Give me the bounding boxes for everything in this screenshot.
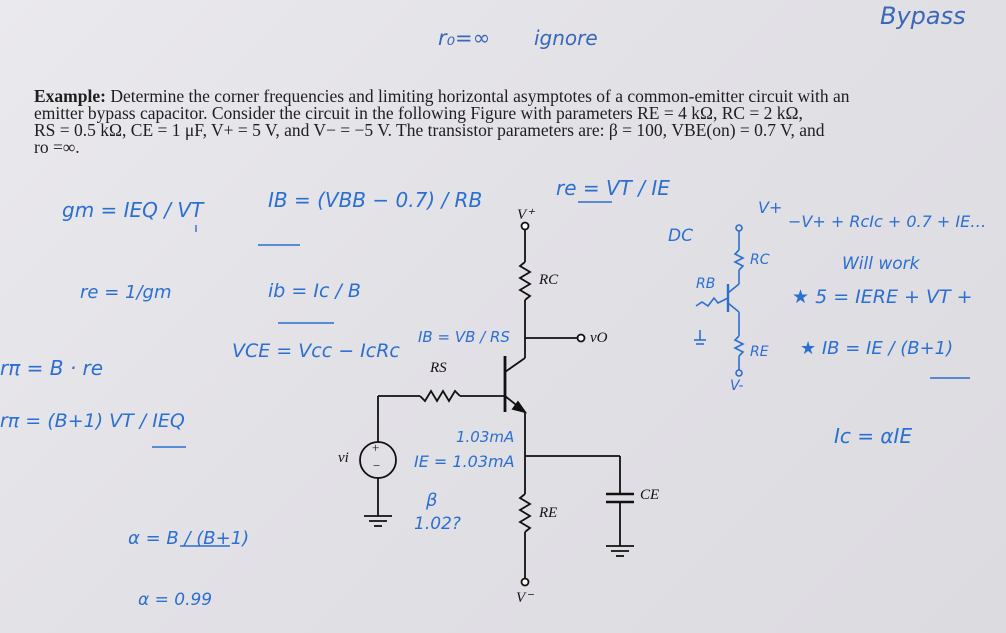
- re-vt-formula: re = VT / IE: [556, 176, 670, 200]
- rs-label: RS: [430, 360, 447, 376]
- rpi-formula: rπ = (B+1) VT / IEQ: [0, 410, 185, 432]
- beta-symbol: β: [426, 490, 438, 511]
- problem-statement: Example: Determine the corner frequencie…: [34, 86, 994, 157]
- source-minus: −: [373, 458, 381, 473]
- problem-line-3: RS = 0.5 kΩ, CE = 1 μF, V+ = 5 V, and V−…: [34, 120, 825, 140]
- vce-formula: VCE = Vcc − IcRc: [232, 340, 400, 362]
- ib-ic-formula: ib = Ic / B: [268, 280, 361, 302]
- rc-label: RC: [539, 272, 559, 288]
- vplus-label: V⁺: [517, 207, 535, 223]
- alpha-formula: α = B / (B+1): [128, 528, 250, 549]
- sketch-vminus: V-: [730, 378, 744, 394]
- rpi-beta-formula: rπ = B · re: [0, 356, 104, 380]
- ro-infinity-note: r₀=∞: [438, 26, 491, 50]
- ce-label: CE: [640, 487, 660, 503]
- source-plus: +: [372, 440, 380, 455]
- beta-value: 1.02?: [414, 514, 461, 534]
- ignore-note: ignore: [534, 26, 598, 50]
- will-work-note: Will work: [842, 254, 920, 274]
- problem-line-1: Determine the corner frequencies and lim…: [110, 86, 850, 106]
- ib-vb-formula: IB = VB / RS: [418, 328, 510, 346]
- vi-label: vi: [338, 450, 349, 466]
- kvl-equation: −V+ + RcIc + 0.7 + IE…: [788, 212, 987, 231]
- dc-note: DC: [668, 226, 693, 246]
- ib-formula: IB = (VBB − 0.7) / RB: [268, 188, 483, 212]
- re-label: RE: [539, 505, 558, 521]
- ie-value: IE = 1.03mA: [414, 452, 515, 471]
- re-gm-formula: re = 1/gm: [80, 282, 172, 303]
- sketch-rc: RC: [750, 252, 770, 268]
- ic-alpha-formula: Ic = αIE: [834, 424, 913, 448]
- sketch-rb: RB: [696, 276, 716, 292]
- vo-label: vO: [590, 330, 608, 346]
- problem-line-4: ro =∞.: [34, 137, 80, 157]
- vminus-label: V⁻: [516, 590, 534, 606]
- gm-formula: gm = IEQ / VT: [62, 198, 204, 222]
- ib-ie-formula: ★ IB = IE / (B+1): [800, 338, 954, 359]
- sketch-re: RE: [750, 344, 769, 360]
- rc-resistor: [518, 261, 532, 301]
- problem-line-2: emitter bypass capacitor. Consider the c…: [34, 103, 803, 123]
- blue-strokes: [152, 201, 970, 547]
- sketch-vplus: V+: [758, 198, 783, 217]
- bypass-note: Bypass: [880, 2, 966, 30]
- alpha-value: α = 0.99: [138, 590, 213, 610]
- current-value: 1.03mA: [456, 428, 515, 446]
- vplus-terminal: [520, 221, 530, 231]
- kvl-numeric-equation: ★ 5 = IERE + VT +: [792, 286, 973, 308]
- re-resistor: [518, 493, 532, 533]
- emitter-arrow: [511, 400, 528, 414]
- rs-resistor: [419, 389, 461, 403]
- vo-terminal: [576, 333, 586, 343]
- sketched-circuit: [694, 224, 745, 377]
- example-label: Example:: [34, 86, 106, 106]
- vminus-terminal: [520, 577, 530, 587]
